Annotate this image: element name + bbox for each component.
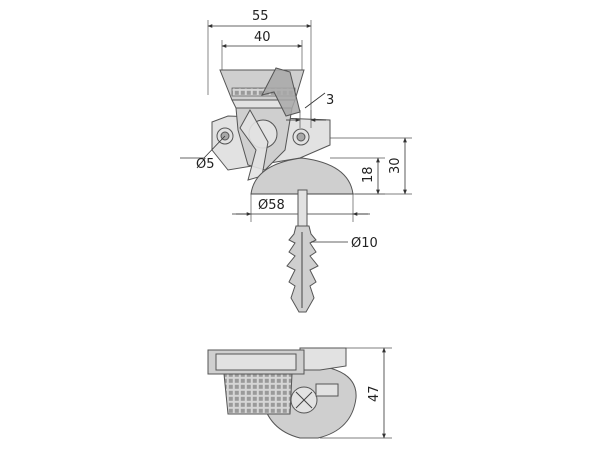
dim-width-inner: 40 bbox=[221, 30, 303, 48]
dim-plug-diameter-label: Ø10 bbox=[351, 236, 378, 251]
dim-gap: 3 bbox=[286, 92, 334, 128]
dim-total-height-label: 30 bbox=[388, 157, 403, 174]
right-hole bbox=[292, 128, 310, 146]
side-screw-head bbox=[290, 386, 318, 414]
side-top-jaw bbox=[207, 349, 305, 375]
dim-gap-label: 3 bbox=[326, 93, 334, 108]
screw-shaft bbox=[297, 189, 308, 231]
side-tab bbox=[315, 383, 339, 397]
side-gripper-pad bbox=[223, 373, 293, 415]
wall-plug bbox=[286, 225, 319, 313]
top-view: 55 40 bbox=[180, 9, 412, 313]
dim-base-height: 18 bbox=[330, 157, 385, 195]
dim-width-overall: 55 bbox=[207, 9, 312, 28]
side-view: 47 bbox=[207, 347, 392, 439]
dim-width-overall-label: 55 bbox=[252, 9, 269, 24]
dim-side-height-label: 47 bbox=[367, 385, 382, 402]
dim-total-height: 30 bbox=[330, 137, 412, 195]
dim-base-diameter-label: Ø58 bbox=[258, 198, 285, 213]
side-rear-block bbox=[299, 347, 347, 371]
dim-hole-diameter: Ø5 bbox=[180, 135, 226, 172]
dim-hole-diameter-label: Ø5 bbox=[196, 157, 215, 172]
dim-side-height: 47 bbox=[320, 347, 392, 439]
dim-base-height-label: 18 bbox=[361, 166, 376, 183]
dim-plug-diameter: Ø10 bbox=[311, 236, 378, 251]
dim-width-inner-label: 40 bbox=[254, 30, 271, 45]
